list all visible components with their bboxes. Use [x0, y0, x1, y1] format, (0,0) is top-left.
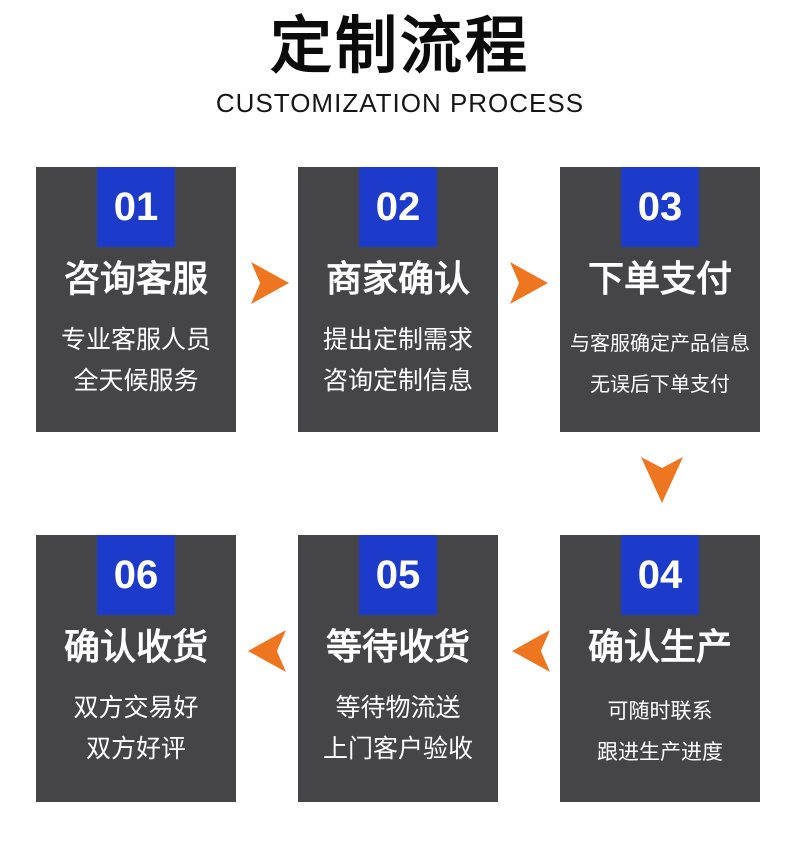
step-title: 确认生产 [587, 626, 732, 667]
page-title: 定制流程 [269, 12, 530, 81]
header: 定制流程 CUSTOMIZATION PROCESS [0, 0, 800, 118]
step-desc-line: 跟进生产进度 [597, 741, 723, 764]
arrow-left-icon [512, 630, 550, 672]
step-number-badge: 01 [97, 167, 175, 247]
step-description: 与客服确定产品信息 无误后下单支付 [560, 324, 760, 406]
step-description: 提出定制需求 咨询定制信息 [298, 320, 498, 402]
step-desc-line: 双方交易好 [73, 694, 199, 722]
step-card-03: 03 下单支付 与客服确定产品信息 无误后下单支付 [560, 167, 760, 432]
arrow-right-icon [510, 262, 548, 304]
step-number: 05 [375, 553, 421, 597]
step-desc-line: 专业客服人员 [60, 326, 211, 354]
step-desc-line: 双方好评 [85, 735, 186, 763]
step-number-badge: 06 [97, 535, 175, 615]
arrow-left-icon [248, 630, 286, 672]
step-title: 等待收货 [325, 626, 470, 667]
step-title: 确认收货 [63, 626, 208, 667]
step-card-06: 06 确认收货 双方交易好 双方好评 [36, 535, 236, 802]
step-desc-line: 咨询定制信息 [322, 367, 473, 395]
step-number: 06 [113, 553, 159, 597]
step-desc-line: 全天候服务 [73, 367, 199, 395]
step-number: 03 [637, 185, 683, 229]
step-number-badge: 03 [621, 167, 699, 247]
step-desc-line: 等待物流送 [335, 694, 461, 722]
step-title: 咨询客服 [63, 258, 208, 299]
step-desc-line: 可随时联系 [607, 700, 713, 723]
step-card-04: 04 确认生产 可随时联系 跟进生产进度 [560, 535, 760, 802]
step-number: 01 [113, 185, 159, 229]
step-description: 等待物流送 上门客户验收 [298, 688, 498, 770]
step-desc-line: 上门客户验收 [322, 735, 473, 763]
step-number-badge: 02 [359, 167, 437, 247]
arrow-down-icon [641, 457, 683, 503]
step-number-badge: 05 [359, 535, 437, 615]
step-title: 下单支付 [587, 258, 732, 299]
step-title: 商家确认 [325, 258, 470, 299]
step-desc-line: 与客服确定产品信息 [570, 333, 750, 355]
step-desc-line: 提出定制需求 [322, 326, 473, 354]
step-card-01: 01 咨询客服 专业客服人员 全天候服务 [36, 167, 236, 432]
step-number: 04 [637, 553, 683, 597]
step-card-05: 05 等待收货 等待物流送 上门客户验收 [298, 535, 498, 802]
step-number: 02 [375, 185, 421, 229]
step-description: 双方交易好 双方好评 [36, 688, 236, 770]
arrow-right-icon [251, 262, 289, 304]
page-subtitle: CUSTOMIZATION PROCESS [215, 88, 585, 118]
step-desc-line: 无误后下单支付 [590, 374, 730, 396]
step-number-badge: 04 [621, 535, 699, 615]
step-description: 专业客服人员 全天候服务 [36, 320, 236, 402]
step-description: 可随时联系 跟进生产进度 [560, 691, 760, 773]
step-card-02: 02 商家确认 提出定制需求 咨询定制信息 [298, 167, 498, 432]
